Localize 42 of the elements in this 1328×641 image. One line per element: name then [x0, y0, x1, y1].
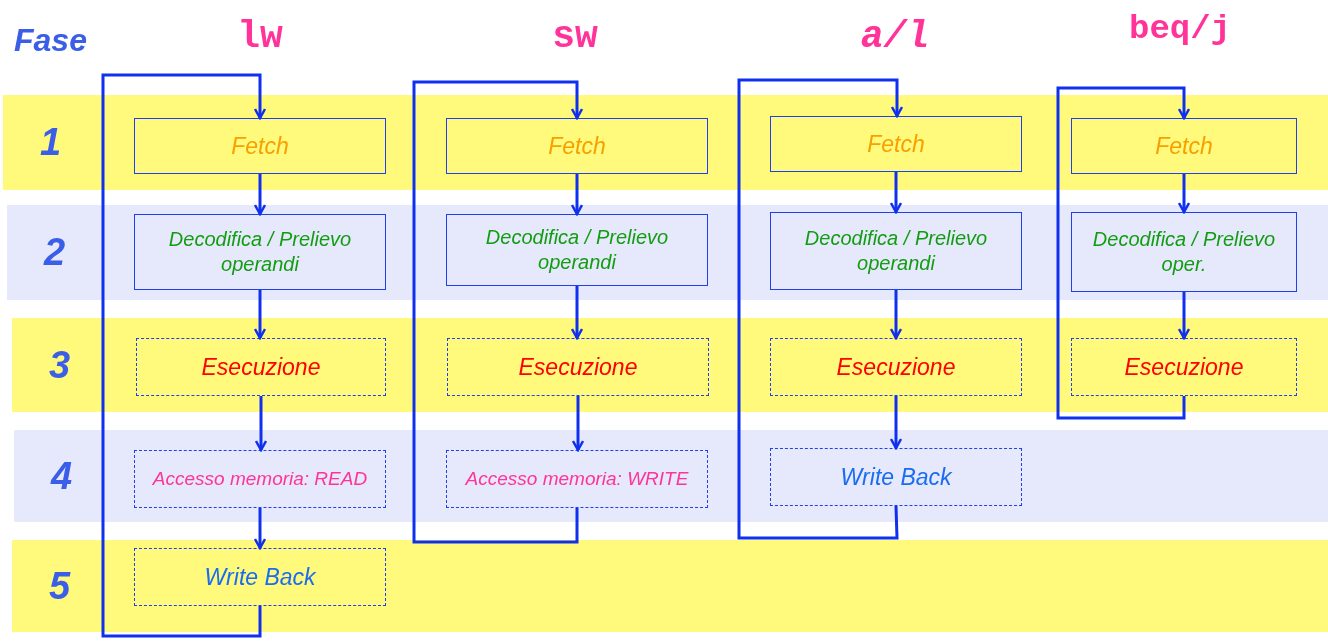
column-header: a/l	[859, 14, 931, 60]
arrow	[571, 396, 585, 452]
arrow	[254, 396, 268, 452]
memory-access-box: Accesso memoria: WRITE	[446, 450, 708, 508]
fetch-box: Fetch	[770, 116, 1022, 172]
arrow	[889, 396, 903, 450]
phase-band: 4 Accesso memoria: READ Accesso memoria: WRITE Write Back	[14, 430, 1328, 522]
phase-band: 3 Esecuzione Esecuzione Esecuzione Esecuzione	[12, 318, 1328, 412]
decode-box: Decodifica / Prelievo operandi	[770, 212, 1022, 290]
arrow	[101, 73, 267, 638]
execute-box: Esecuzione	[136, 338, 386, 396]
phase-header: Fase	[14, 21, 87, 60]
column-header: lw	[236, 14, 284, 60]
arrow	[253, 508, 267, 550]
arrow	[1177, 292, 1191, 340]
arrow	[570, 286, 584, 340]
decode-box: Decodifica / Prelievo operandi	[446, 214, 708, 286]
decode-box: Decodifica / Prelievo operandi	[134, 214, 386, 290]
arrow	[253, 174, 267, 216]
fetch-box: Fetch	[446, 118, 708, 174]
column-header: beq/j	[1128, 9, 1232, 50]
fetch-box: Fetch	[1071, 118, 1297, 174]
decode-box: Decodifica / Prelievo oper.	[1071, 212, 1297, 292]
phase-band: 2 Decodifica / Prelievo operandi Decodifica / Prelievo operandi Decodifica / Prelievo operandi Decodifica / Prelievo oper.	[7, 205, 1328, 300]
fetch-box: Fetch	[134, 118, 386, 174]
column-header: sw	[551, 14, 599, 60]
arrow	[1056, 86, 1191, 420]
write-back-box: Write Back	[134, 548, 386, 606]
arrow	[570, 174, 584, 216]
arrow	[889, 172, 903, 214]
arrow	[253, 290, 267, 340]
memory-access-box: Accesso memoria: READ	[134, 450, 386, 508]
execute-box: Esecuzione	[1071, 338, 1297, 396]
arrow	[737, 78, 904, 540]
arrow	[889, 290, 903, 340]
arrow	[1177, 174, 1191, 214]
execute-box: Esecuzione	[447, 338, 709, 396]
execute-box: Esecuzione	[770, 338, 1022, 396]
write-back-box: Write Back	[770, 448, 1022, 506]
arrow	[412, 80, 584, 544]
phase-band: 5 Write Back	[12, 540, 1328, 632]
phase-band: 1 Fetch Fetch Fetch Fetch	[3, 95, 1328, 190]
